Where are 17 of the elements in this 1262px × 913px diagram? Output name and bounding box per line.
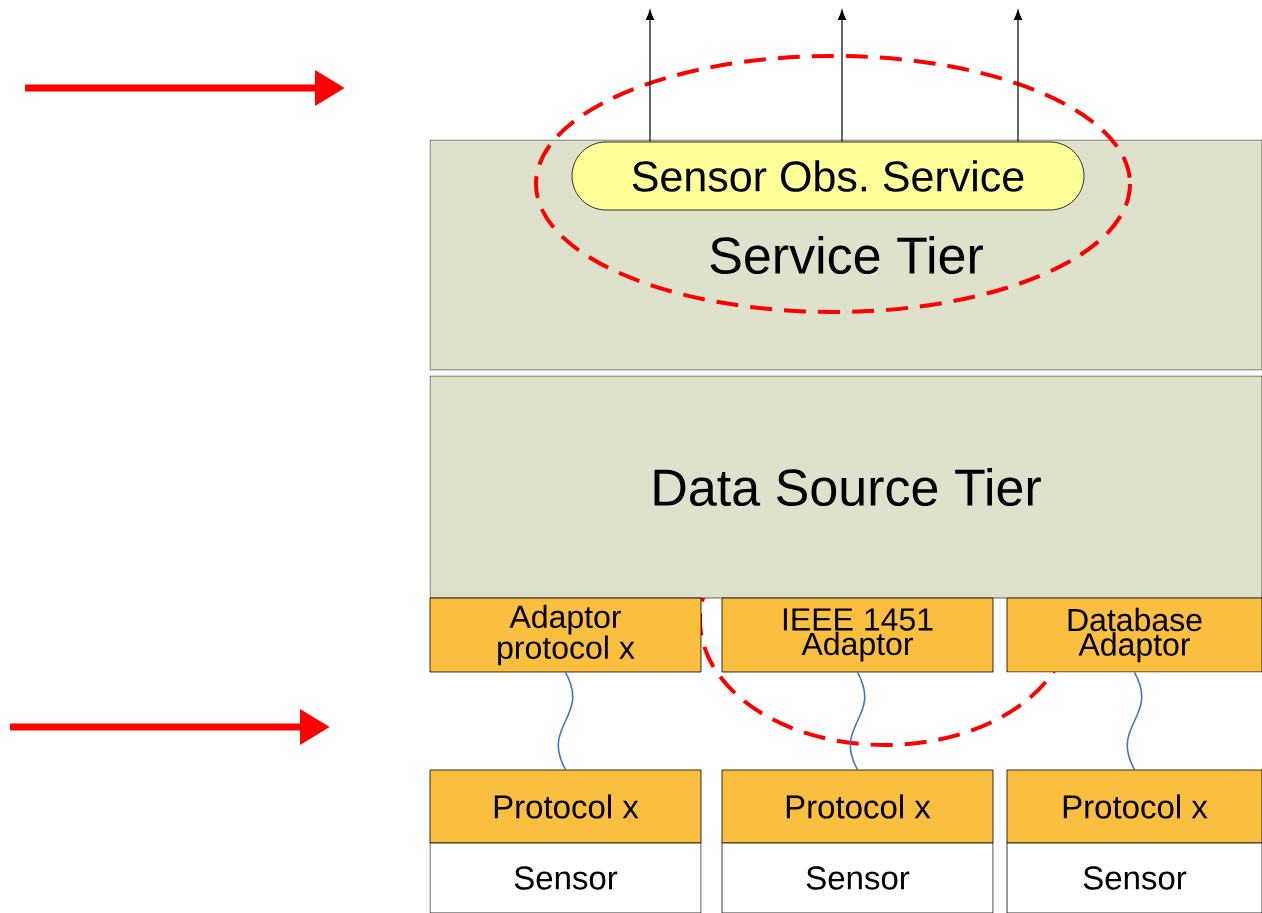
- sensor-box: Sensor: [1006, 842, 1262, 913]
- arrow: [645, 9, 655, 143]
- adaptor-box: Database Adaptor: [1006, 597, 1262, 673]
- sensor-box: Sensor: [429, 842, 702, 913]
- arrow: [837, 9, 847, 143]
- protocol-box: Protocol x: [1006, 769, 1262, 844]
- adaptor-box: IEEE 1451 Adaptor: [721, 597, 994, 673]
- protocol-box: Protocol x: [429, 769, 702, 844]
- connector-line: [849, 671, 866, 771]
- arrow: [1013, 9, 1023, 143]
- protocol-box: Protocol x: [721, 769, 994, 844]
- tier-band: Data Source Tier: [429, 375, 1262, 599]
- connector-line: [1126, 671, 1143, 771]
- service-pill: Sensor Obs. Service: [571, 141, 1085, 211]
- connector-line: [557, 671, 574, 771]
- adaptor-box: Adaptor protocol x: [429, 597, 702, 673]
- sensor-box: Sensor: [721, 842, 994, 913]
